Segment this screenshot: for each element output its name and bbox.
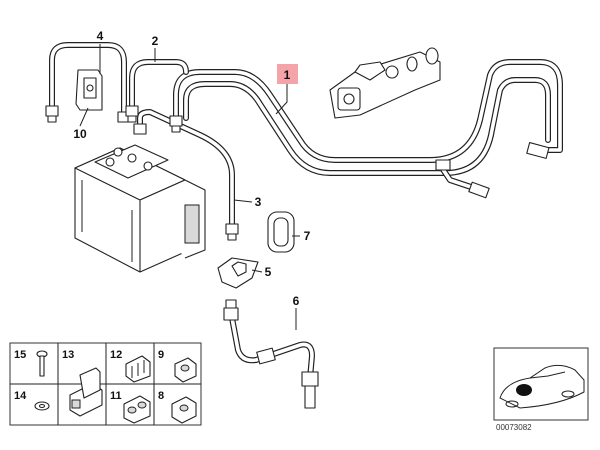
callout-10: 10 xyxy=(73,127,87,141)
brake-pipe-2 xyxy=(129,59,189,111)
abs-hydraulic-unit xyxy=(74,144,206,273)
washer-icon xyxy=(34,401,50,411)
callout-1: 1 xyxy=(284,68,291,82)
screw-icon xyxy=(36,350,48,377)
brake-pipe-assembly xyxy=(173,59,563,199)
master-cylinder xyxy=(329,47,441,119)
clip-11-icon xyxy=(123,395,151,424)
part-label-8: 8 xyxy=(158,390,164,402)
pipe-clip-10 xyxy=(75,69,103,111)
part-label-12: 12 xyxy=(110,349,122,361)
clip-12-icon xyxy=(125,355,151,383)
part-label-15: 15 xyxy=(14,349,26,361)
leader-lines xyxy=(79,44,300,330)
part-label-14: 14 xyxy=(14,390,27,402)
pipe-fittings xyxy=(45,105,239,241)
callout-7: 7 xyxy=(304,229,311,243)
brake-pipe-4 xyxy=(49,42,127,115)
small-parts-grid: 15 13 12 9 14 11 8 xyxy=(9,342,202,426)
callout-3: 3 xyxy=(255,195,262,209)
clip-8-icon xyxy=(171,396,197,424)
bracket-5 xyxy=(217,257,259,289)
part-label-11: 11 xyxy=(110,390,122,402)
vehicle-location-inset: 00073082 xyxy=(493,347,589,432)
callout-1-highlight xyxy=(277,64,298,84)
callout-2: 2 xyxy=(152,34,159,48)
callout-6: 6 xyxy=(293,294,300,308)
location-marker-icon xyxy=(516,384,532,396)
part-label-13: 13 xyxy=(62,349,74,361)
catalog-number: 00073082 xyxy=(496,423,532,432)
grommet-7 xyxy=(267,211,295,253)
connector-13-icon xyxy=(69,367,103,417)
part-label-9: 9 xyxy=(158,349,164,361)
clip-9-icon xyxy=(174,357,197,383)
callout-4: 4 xyxy=(97,29,104,43)
callout-5: 5 xyxy=(265,265,272,279)
brake-hose-6 xyxy=(223,299,319,409)
